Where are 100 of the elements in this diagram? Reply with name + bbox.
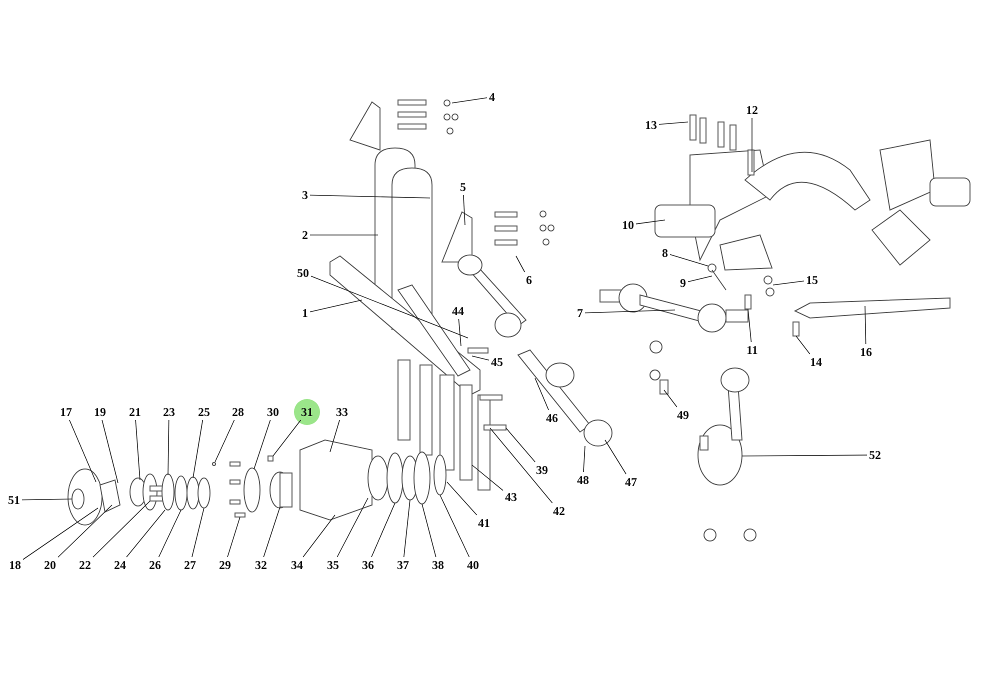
leader-line	[534, 378, 549, 410]
callout-number: 23	[163, 405, 175, 419]
callout-number: 44	[452, 304, 464, 318]
callout-number: 33	[336, 405, 348, 419]
callout-number: 9	[680, 276, 686, 290]
callout-number: 39	[536, 463, 548, 477]
leader-line	[584, 310, 676, 314]
leader-line	[254, 420, 271, 470]
callout-number: 21	[129, 405, 141, 419]
leader-line	[658, 122, 688, 125]
leader-line	[516, 256, 526, 272]
leader-line	[192, 420, 204, 478]
callout-number: 38	[432, 558, 444, 572]
leader-line	[403, 500, 410, 558]
callout-number: 37	[397, 558, 409, 572]
callout-number: 3	[302, 188, 308, 202]
callout-number: 50	[297, 266, 309, 280]
callout-number: 31	[301, 405, 313, 419]
callout-number: 8	[662, 246, 668, 260]
leader-line	[302, 514, 336, 558]
callout-number: 35	[327, 558, 339, 572]
callout-number: 46	[546, 411, 558, 425]
leader-line	[227, 516, 240, 558]
callout-number: 17	[60, 405, 72, 419]
callout-number: 12	[746, 103, 758, 117]
callout-number: 22	[79, 558, 91, 572]
callout-number: 24	[114, 558, 126, 572]
callout-number: 47	[625, 475, 637, 489]
leader-line	[69, 420, 96, 482]
leader-line	[748, 308, 752, 342]
leader-line	[772, 280, 804, 286]
leader-line	[102, 420, 118, 484]
leader-line	[22, 498, 72, 500]
leader-line	[583, 446, 586, 472]
leader-line	[135, 420, 140, 480]
leader-line	[664, 390, 678, 408]
callout-number: 41	[478, 516, 490, 530]
leader-line	[330, 420, 340, 452]
callout-number: 6	[526, 273, 532, 287]
leader-line	[440, 494, 470, 558]
callout-number: 27	[184, 558, 196, 572]
callout-number: 15	[806, 273, 818, 287]
leader-line	[422, 504, 436, 558]
callout-number: 11	[746, 343, 758, 357]
leader-line	[604, 440, 626, 474]
callout-number: 28	[232, 405, 244, 419]
leader-line	[310, 300, 362, 312]
callout-number: 49	[677, 408, 689, 422]
callout-number: 10	[622, 218, 634, 232]
leader-line	[158, 510, 182, 558]
leader-line	[371, 502, 396, 558]
callout-number: 42	[553, 504, 565, 518]
callout-number: 25	[198, 405, 210, 419]
leader-line	[458, 318, 462, 346]
leader-line	[463, 194, 466, 226]
leader-line	[472, 356, 490, 360]
callout-number: 40	[467, 558, 479, 572]
leader-line	[192, 508, 204, 558]
callout-number: 13	[645, 118, 657, 132]
callout-number: 4	[489, 90, 495, 104]
leader-line	[310, 194, 430, 198]
leader-line	[263, 506, 280, 558]
leader-line	[472, 464, 504, 491]
leader-line	[446, 482, 478, 516]
callout-number: 36	[362, 558, 374, 572]
callout-number: 52	[869, 448, 881, 462]
callout-number: 14	[810, 355, 822, 369]
leader-line	[506, 428, 536, 462]
callout-number: 51	[8, 493, 20, 507]
leader-line	[452, 97, 488, 104]
callout-number: 7	[577, 306, 583, 320]
leader-line	[310, 234, 378, 236]
callout-number: 32	[255, 558, 267, 572]
callout-number: 34	[291, 558, 303, 572]
callout-number: 20	[44, 558, 56, 572]
leader-line	[796, 336, 810, 354]
leader-line	[864, 306, 866, 344]
leader-line	[670, 254, 708, 266]
leader-line	[126, 510, 166, 558]
callout-number: 26	[149, 558, 161, 572]
callout-number: 5	[460, 180, 466, 194]
leader-line	[742, 454, 868, 456]
callout-number: 1	[302, 306, 308, 320]
leader-line	[168, 420, 170, 476]
leader-line	[22, 508, 98, 560]
callout-number: 19	[94, 405, 106, 419]
callout-number: 43	[505, 490, 517, 504]
leader-line	[336, 498, 368, 558]
callout-number: 48	[577, 473, 589, 487]
leader-line	[310, 276, 468, 338]
callout-number: 16	[860, 345, 872, 359]
callout-number: 45	[491, 355, 503, 369]
callout-number: 2	[302, 228, 308, 242]
leader-line	[688, 276, 712, 282]
callout-number: 30	[267, 405, 279, 419]
leader-line	[490, 428, 553, 504]
callout-number: 29	[219, 558, 231, 572]
callout-number: 18	[9, 558, 21, 572]
leader-line	[636, 220, 666, 224]
leader-line	[58, 504, 112, 558]
